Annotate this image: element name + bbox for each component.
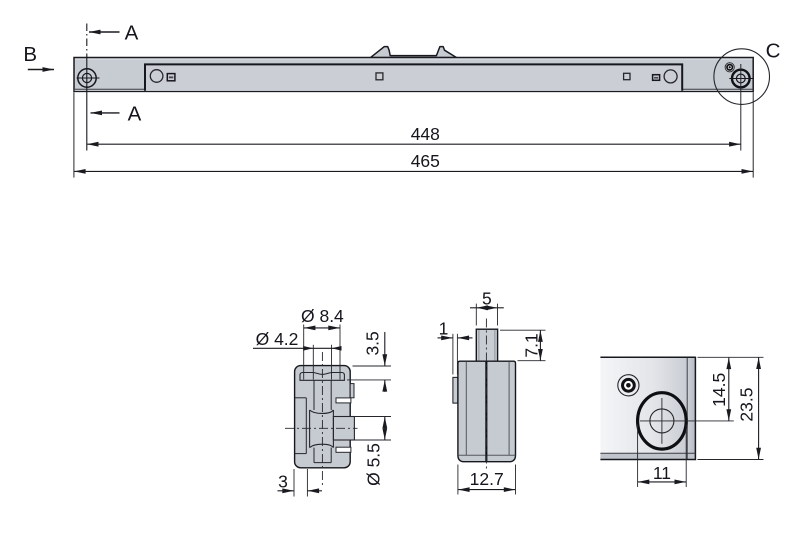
dimension-448: 448 [87,64,742,151]
roller-side-view: 5 1 7.1 12.7 [437,289,546,495]
rail-square-cutout-middle [375,72,384,81]
section-label-top: A [125,22,139,45]
dim-7-1-text: 7.1 [521,333,541,357]
screw-head-icon-circle-1 [724,62,735,73]
dim-12-7-text: 12.7 [470,469,504,489]
dimension-shank-diameter-arrowhead-1 [303,346,314,351]
detail-screw-head-icon-circle-1 [617,374,640,397]
detail-oblong-hole [636,391,734,451]
inner-rail-member [144,63,684,91]
screw-head-icon [724,62,735,73]
rail-slot-icon-right [651,73,661,82]
section-right-notch-top [335,397,352,404]
rail-hole-circle-left [149,69,164,83]
dimension-rail-height: 23.5 [697,356,764,460]
section-right-tab [349,383,355,399]
section-a-a-view: Ø 8.4 Ø 4.2 3.5 Ø 5.5 [253,306,391,497]
dimension-roller-bore: Ø 5.5 [354,416,391,486]
dimension-stud-height: 7.1 [500,329,546,362]
dim-5-5-text: Ø 5.5 [364,443,384,486]
dim-5-text: 5 [482,289,492,309]
dim-14-5-text: 14.5 [709,373,729,407]
dimension-stud-width: 5 [470,289,504,326]
dimension-tab-thickness: 1 [437,318,473,375]
rail-square-cutout-right [622,72,631,81]
dimension-hole-width: 11 [637,424,687,487]
dimension-465: 465 [73,92,754,178]
rail-slot-icon-right-rect-2 [654,76,659,79]
rail-hole-circle-right [663,69,678,84]
section-right-notch-bottom [335,446,352,453]
dim-11-text: 11 [653,463,671,483]
rail-latch-lug [369,45,458,59]
view-direction-b: B [23,43,54,72]
section-roller-spool-path-1 [309,409,334,414]
section-rivet-shank [313,380,332,464]
dimension-body-width: 12.7 [457,464,516,495]
detail-c-view: 14.5 23.5 11 [600,356,764,487]
rail-slot-icon-left-rect-2 [168,76,174,79]
section-label-bottom: A [128,102,142,125]
section-arrow-top: A [89,22,139,45]
dim-3-5-text: 3.5 [363,331,383,355]
detail-screw-head-icon [617,374,640,397]
dimension-offset-3: 3 [277,469,322,497]
detail-plate-bottom-band [600,453,696,460]
dim-448-text: 448 [411,124,440,144]
detail-plate-right-band [687,357,696,460]
dim-3-text: 3 [278,471,288,491]
dimension-shank-diameter-arrowhead-2 [331,346,342,351]
rail-slot-icon-right-rect-1 [651,73,661,82]
detail-c-label: C [766,40,781,63]
dim-8-4-text: Ø 8.4 [301,306,344,326]
dimension-head-diameter: Ø 8.4 [301,306,344,380]
dim-23-5-text: 23.5 [737,388,757,422]
detail-c-circle [713,48,771,105]
rail-slot-icon-left [166,72,176,82]
detail-screw-head-icon-circle-3 [626,383,631,388]
view-label-b: B [23,43,37,66]
top-view-rail-assembly: C A A B 448 4 [23,22,781,178]
dimension-hole-center-offset: 14.5 [709,357,732,421]
rail-slot-icon-left-rect-1 [166,72,176,82]
dim-1-text: 1 [439,318,449,338]
dim-465-text: 465 [411,151,440,171]
dimension-shank-diameter: Ø 4.2 [253,329,342,380]
detail-plate-outline [600,356,697,461]
roller-left-tab [452,376,459,404]
section-arrow-bottom: A [90,102,142,125]
dim-4-2-text: Ø 4.2 [256,329,299,349]
screw-head-icon-circle-3 [728,66,731,69]
dimension-head-depth: 3.5 [347,331,391,392]
section-left-channel [294,397,307,455]
